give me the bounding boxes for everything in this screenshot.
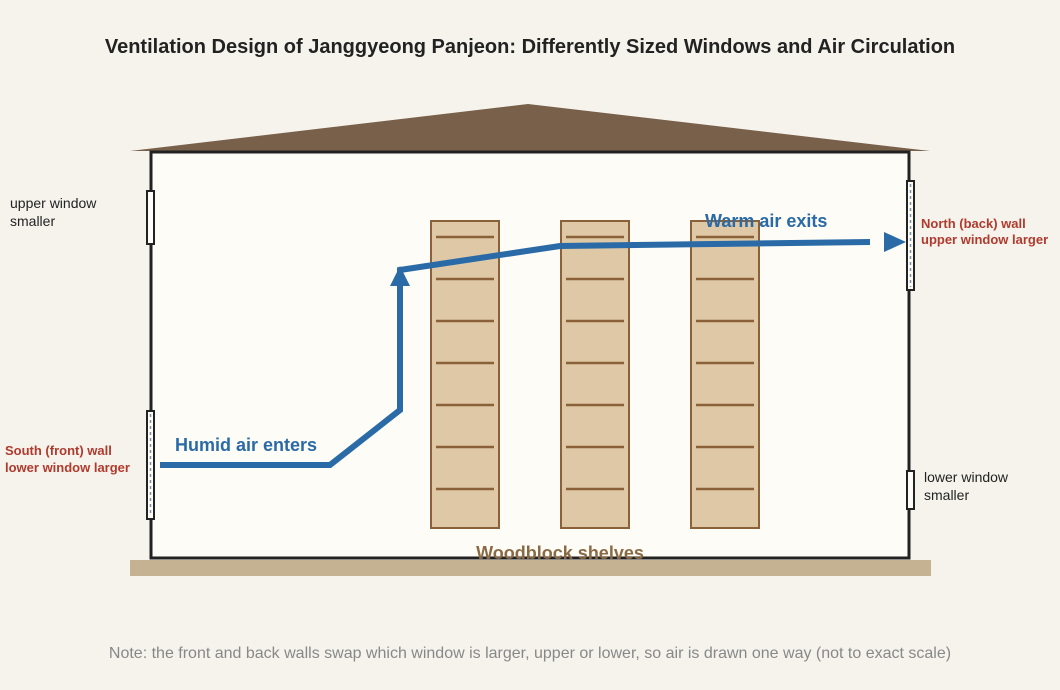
shelf-1: [430, 220, 500, 529]
woodblock-shelves: [430, 220, 760, 529]
shelf-frame: [690, 220, 760, 529]
north-lower-window-label: lower window: [924, 469, 1009, 485]
warm-air-exits-label: Warm air exits: [705, 211, 827, 231]
south-upper-window-small: [146, 190, 155, 245]
north-upper-window-large: [906, 180, 915, 291]
south-lower-window-large: [146, 410, 155, 520]
air-flow: [160, 232, 906, 468]
woodblock-shelves-label: Woodblock shelves: [476, 543, 644, 563]
ground: [130, 560, 931, 576]
humid-air-enters-label: Humid air enters: [175, 435, 317, 455]
south-wall-window-note: lower window larger: [5, 460, 130, 475]
building-wall: [149, 150, 911, 560]
diagram-title: Ventilation Design of Janggyeong Panjeon…: [105, 36, 955, 58]
north-lower-window-size: smaller: [924, 487, 969, 503]
south-upper-window-label: upper window: [10, 195, 97, 211]
roof: [130, 104, 930, 151]
windows: [146, 180, 915, 520]
shelf-frame: [560, 220, 630, 529]
north-lower-window-small: [906, 470, 915, 510]
south-wall-label: South (front) wall: [5, 443, 112, 458]
south-upper-window-size: smaller: [10, 213, 55, 229]
shelf-2: [560, 220, 630, 529]
shelf-frame: [430, 220, 500, 529]
north-wall-window-note: upper window larger: [921, 232, 1048, 247]
air-flow-arrowhead-right: [884, 232, 906, 252]
shelf-3: [690, 220, 760, 529]
air-flow-arrowhead-up: [390, 266, 410, 286]
north-wall-label: North (back) wall: [921, 216, 1026, 231]
footnote: Note: the front and back walls swap whic…: [109, 645, 951, 662]
